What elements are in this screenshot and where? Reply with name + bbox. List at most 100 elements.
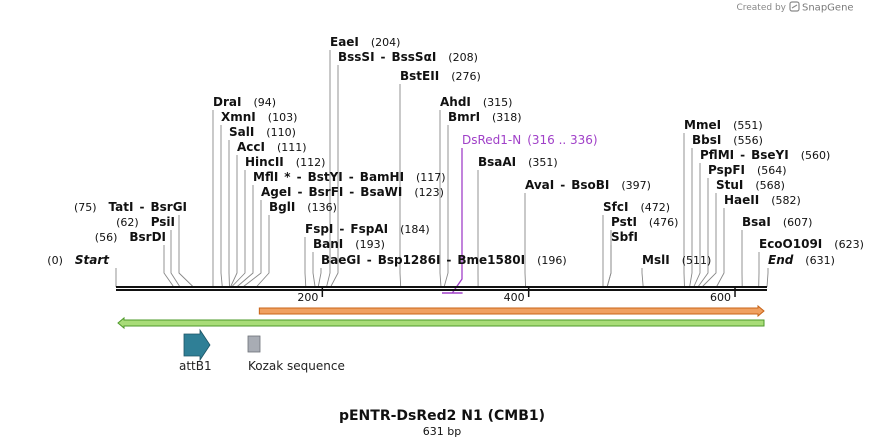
site-label-tati[interactable]: (75)TatI-BsrGI [74, 200, 187, 214]
site-label-fspi[interactable]: FspI-FspAI(184) [305, 222, 430, 236]
site-label-bsssi-part: BssSI [338, 50, 375, 64]
site-label-bbsi[interactable]: BbsI(556) [692, 133, 763, 147]
snapgene-logo-icon [789, 1, 800, 12]
site-label-ecoo109i[interactable]: EcoO109I(623) [759, 237, 864, 251]
label-line-eaei [326, 50, 331, 288]
site-label-agei-part: - [349, 185, 354, 199]
map-title: pENTR-DsRed2 N1 (CMB1) [339, 408, 545, 424]
site-label-xmni-part: XmnI [221, 110, 256, 124]
label-line-pflmi [693, 163, 701, 288]
site-label-stui[interactable]: StuI(568) [716, 178, 785, 192]
label-line-psii [170, 230, 181, 288]
site-label-bbsi-part: (556) [733, 134, 763, 147]
site-label-xmni[interactable]: XmnI(103) [221, 110, 297, 124]
site-label-avai[interactable]: AvaI-BsoBI (397) [525, 178, 651, 192]
site-label-avai-part: (397) [621, 179, 651, 192]
site-label-pflmi-part: PflMI [700, 148, 734, 162]
site-label-msli[interactable]: MslI(511) [642, 253, 711, 267]
site-label-sbfi-part: SbfI [611, 230, 638, 244]
site-label-pspfi-part: (564) [757, 164, 787, 177]
site-label-pspfi[interactable]: PspFI(564) [708, 163, 787, 177]
site-label-bsai-part: BsaI [742, 215, 771, 229]
site-label-bgli[interactable]: BglI(136) [269, 200, 337, 214]
site-label-bsteii-part: BstEII [400, 69, 439, 83]
site-label-mmei[interactable]: MmeI(551) [684, 118, 763, 132]
site-label-eaei-part: (204) [371, 36, 401, 49]
site-label-stui-part: StuI [716, 178, 743, 192]
site-label-bsssi[interactable]: BssSI-BssSαI(208) [338, 50, 478, 64]
site-label-mfli-part: - [297, 170, 302, 184]
site-label-bani[interactable]: BanI(193) [313, 237, 385, 251]
site-label-mfli-part: (117) [416, 171, 446, 184]
site-label-start[interactable]: (0)Start [47, 253, 110, 267]
site-label-tati-part: (75) [74, 201, 97, 214]
site-label-psti[interactable]: PstI(476) [611, 215, 678, 229]
site-label-hincii[interactable]: HincII(112) [245, 155, 325, 169]
site-label-dsred1n-part: (316 .. 336) [527, 133, 597, 147]
kozak-box-icon[interactable] [247, 335, 261, 353]
tick-label-600: 600 [710, 291, 731, 304]
site-label-bsteii-part: (276) [451, 70, 481, 83]
site-label-ahdi[interactable]: AhdI(315) [440, 95, 512, 109]
tick-label-400: 400 [504, 291, 525, 304]
attb1-arrow-icon[interactable] [183, 328, 211, 362]
site-label-fspi-part: FspAI [350, 222, 388, 236]
site-label-dral-part: DraI [213, 95, 241, 109]
site-label-mfli[interactable]: MflI*-BstYI-BamHI(117) [253, 170, 446, 184]
feature-orange-arrow[interactable] [258, 304, 765, 318]
site-label-sfci[interactable]: SfcI(472) [603, 200, 670, 214]
site-label-start-part: (0) [47, 254, 63, 267]
site-label-bsai[interactable]: BsaI(607) [742, 215, 812, 229]
site-label-bsssi-part: BssSαI [392, 50, 437, 64]
site-label-pflmi-part: (560) [801, 149, 831, 162]
site-label-avai-part: - [560, 178, 565, 192]
site-label-baegi-part: Bme1580I [457, 253, 525, 267]
site-label-agei[interactable]: AgeI-BsrFI-BsaWI(123) [261, 185, 444, 199]
site-label-bsaai[interactable]: BsaAI(351) [478, 155, 558, 169]
label-line-mmei [683, 133, 685, 288]
site-label-bani-part: (193) [355, 238, 385, 251]
site-label-agei-part: (123) [414, 186, 444, 199]
dna-backbone [116, 286, 767, 291]
legend-kozak-label: Kozak sequence [248, 359, 345, 373]
label-line-dsred1n [451, 148, 463, 294]
site-label-pflmi[interactable]: PflMI-BseYI(560) [700, 148, 830, 162]
site-label-baegi-part: - [446, 253, 451, 267]
site-label-avai-part: BsoBI [571, 178, 609, 192]
label-lines [115, 50, 769, 294]
site-label-bgli-part: (136) [307, 201, 337, 214]
site-label-mmei-part: MmeI [684, 118, 721, 132]
site-label-sbfi[interactable]: SbfI [611, 230, 638, 244]
site-label-haeii[interactable]: HaeII(582) [724, 193, 801, 207]
site-label-baegi-part: - [367, 253, 372, 267]
site-label-dral[interactable]: DraI (94) [213, 95, 276, 109]
label-line-bsteii [399, 84, 402, 288]
feature-green-arrow[interactable] [117, 316, 765, 330]
site-label-tati-part: - [140, 200, 145, 214]
site-label-psii[interactable]: (62)PsiI [116, 215, 175, 229]
site-label-tati-part: BsrGI [151, 200, 188, 214]
site-label-psti-part: (476) [649, 216, 679, 229]
label-line-bmri [443, 125, 449, 288]
site-label-fspi-part: (184) [400, 223, 430, 236]
site-label-bmri[interactable]: BmrI(318) [448, 110, 522, 124]
site-label-eaei[interactable]: EaeI(204) [330, 35, 400, 49]
site-label-ecoo109i-part: EcoO109I [759, 237, 822, 251]
label-line-end [766, 268, 769, 288]
label-line-ahdi [439, 110, 442, 288]
site-label-dral-part: (94) [254, 96, 277, 109]
site-label-bsaai-part: (351) [528, 156, 558, 169]
site-label-bsteii[interactable]: BstEII (276) [400, 69, 481, 83]
site-label-end[interactable]: End(631) [768, 253, 835, 267]
site-label-avai-part: AvaI [525, 178, 554, 192]
site-label-dsred1n[interactable]: DsRed1-N(316 .. 336) [462, 133, 598, 147]
site-label-baegi[interactable]: BaeGI-Bsp1286I-Bme1580I(196) [321, 253, 567, 267]
site-label-bsrdi[interactable]: (56)BsrDI [95, 230, 166, 244]
label-line-baegi [317, 268, 322, 288]
site-label-mfli-part: BamHI [360, 170, 404, 184]
site-label-sali[interactable]: SalI(110) [229, 125, 296, 139]
label-line-hincii [231, 170, 246, 288]
site-label-acci[interactable]: AccI(111) [237, 140, 307, 154]
site-label-ahdi-part: (315) [483, 96, 513, 109]
